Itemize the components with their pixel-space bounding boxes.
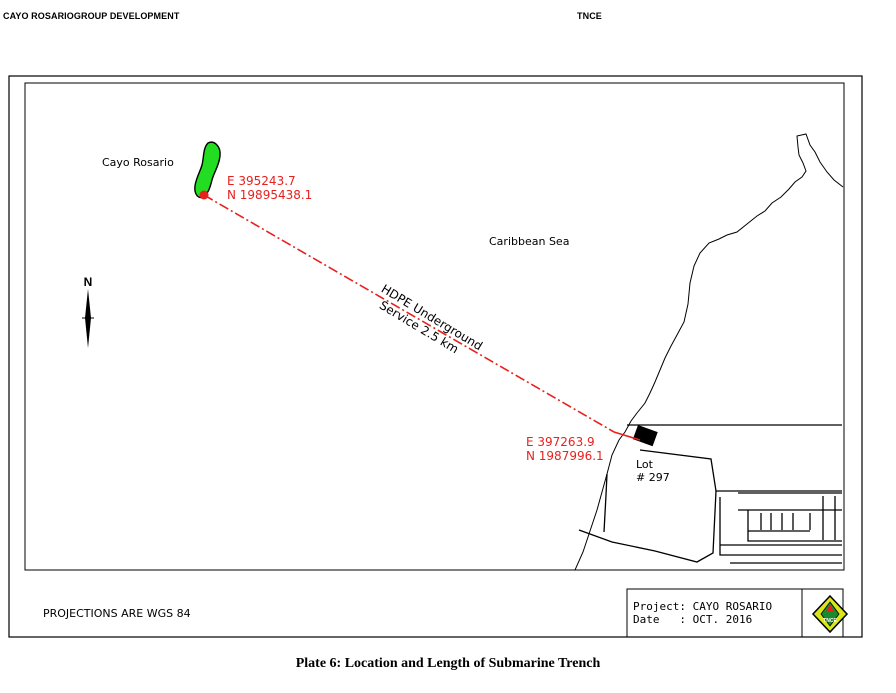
lot-building	[632, 425, 658, 447]
start-northing: N 19895438.1	[227, 188, 312, 202]
end-easting: E 397263.9	[526, 435, 595, 449]
hdpe-route-line	[203, 194, 615, 433]
date-line: Date : OCT. 2016	[633, 613, 752, 626]
start-easting: E 395243.7	[227, 174, 296, 188]
cayo-rosario-island	[194, 141, 221, 199]
header-left-title: CAYO ROSARIOGROUP DEVELOPMENT	[3, 11, 180, 21]
tnce-logo-icon: TNCE	[811, 594, 849, 634]
island-label: Cayo Rosario	[102, 156, 174, 169]
sea-label: Caribbean Sea	[489, 235, 569, 248]
site-map: N Cayo Rosario Caribbean Sea E 395243.7 …	[8, 75, 863, 638]
coastline	[574, 133, 844, 571]
project-line: Project: CAYO ROSARIO	[633, 600, 772, 613]
route-start-marker	[199, 190, 209, 200]
outer-frame	[8, 75, 863, 638]
road-network	[578, 424, 842, 564]
end-northing: N 1987996.1	[526, 449, 604, 463]
north-arrow-icon	[82, 289, 94, 348]
lot-number: # 297	[636, 471, 670, 484]
plate-caption: Plate 6: Location and Length of Submarin…	[295, 656, 601, 671]
svg-text:TNCE: TNCE	[823, 618, 837, 624]
hdpe-route-landing	[613, 431, 641, 441]
header-center-title: TNCE	[577, 11, 602, 21]
projection-note: PROJECTIONS ARE WGS 84	[43, 607, 191, 620]
north-label: N	[84, 275, 93, 289]
lot-label: Lot	[636, 458, 654, 471]
map-frame	[24, 82, 845, 571]
